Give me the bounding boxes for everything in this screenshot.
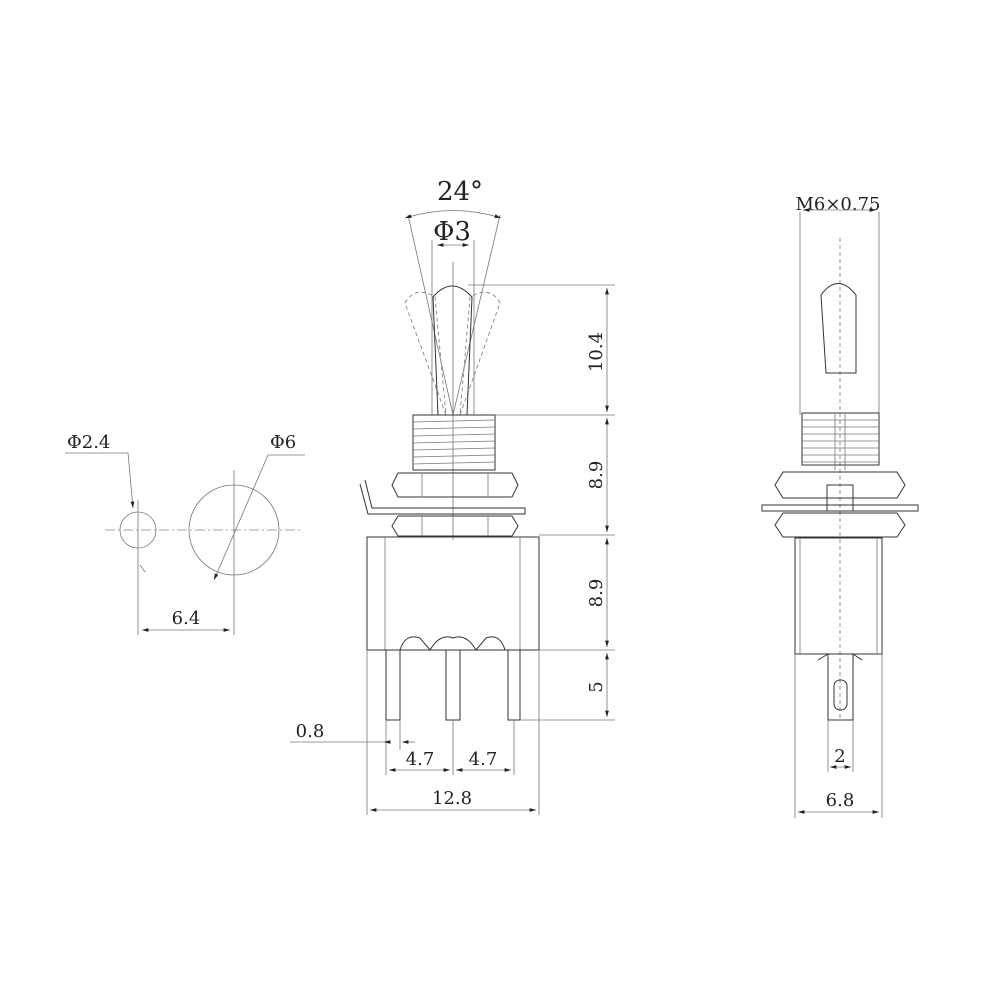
terminal-length-label: 5 — [586, 681, 607, 692]
terminal-side-width-label: 2 — [834, 746, 845, 767]
body-depth-label: 6.8 — [826, 790, 855, 811]
pitch-right-label: 4.7 — [469, 749, 498, 770]
thread-label: M6×0.75 — [795, 194, 880, 215]
side-lower-nut — [774, 512, 906, 538]
side-terminal — [817, 653, 863, 721]
side-body — [794, 537, 883, 655]
lock-washer — [359, 479, 526, 515]
side-threaded-bushing — [801, 412, 880, 466]
bushing-height-label: 8.9 — [586, 461, 607, 490]
lever-diameter-label: Φ3 — [433, 217, 471, 247]
switch-body — [366, 536, 540, 651]
terminal-right — [507, 649, 521, 721]
side-washer — [761, 504, 919, 512]
body-width-label: 12.8 — [432, 788, 472, 809]
pitch-left-label: 4.7 — [406, 749, 435, 770]
large-hole-label: Φ6 — [270, 432, 296, 453]
terminal-center — [445, 649, 461, 721]
upper-nut — [391, 472, 519, 498]
terminal-width-label: 0.8 — [296, 721, 325, 742]
lever-height-label: 10.4 — [586, 332, 607, 372]
body-height-label: 8.9 — [586, 579, 607, 608]
lever — [432, 285, 473, 416]
lower-nut — [391, 515, 519, 537]
small-hole-label: Φ2.4 — [67, 432, 110, 453]
terminal-left — [385, 649, 401, 721]
side-lever — [820, 283, 857, 374]
side-view: M6×0.75 2 6.8 — [761, 194, 919, 818]
side-upper-nut — [774, 471, 906, 499]
panel-cutout-view: 6.4 Φ2.4 Φ6 — [65, 432, 305, 635]
threaded-bushing — [412, 414, 496, 471]
angle-label: 24° — [437, 177, 483, 207]
front-view: 24° Φ3 10.4 8.9 8.9 5 — [290, 177, 615, 815]
hole-spacing-label: 6.4 — [172, 608, 201, 629]
